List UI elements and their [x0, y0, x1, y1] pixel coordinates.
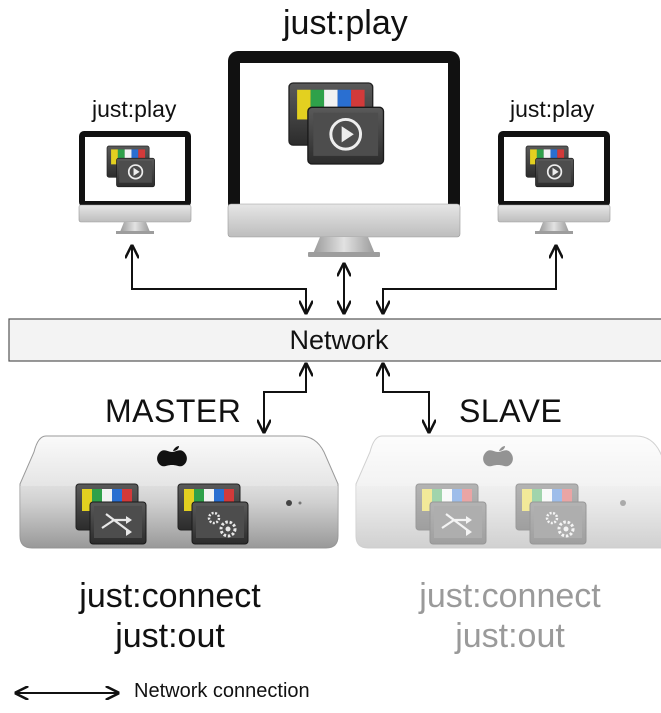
play-app-icon: [288, 82, 385, 165]
play-app-icon: [525, 145, 574, 188]
right-display-label: just:play: [510, 96, 595, 122]
connect-app-icon: [75, 483, 147, 545]
slave-apps: just:connect just:out: [380, 576, 640, 656]
connection-left-display: [132, 246, 306, 313]
master-apps: just:connect just:out: [40, 576, 300, 656]
network-connections: [132, 246, 556, 432]
apple-logo-icon: [157, 446, 187, 467]
master-app-connect: just:connect: [79, 577, 261, 615]
master-computer: [19, 435, 339, 549]
left-display: [78, 131, 192, 234]
connection-master: [264, 364, 306, 432]
apple-logo-icon: [483, 446, 513, 467]
network-bar: [8, 318, 661, 362]
legend-label: Network connection: [134, 680, 310, 702]
slave-app-out: just:out: [455, 617, 565, 655]
network-label: Network: [289, 325, 389, 355]
center-display-label: just:play: [283, 4, 408, 42]
right-display: [497, 131, 611, 234]
out-app-icon: [515, 483, 587, 545]
master-role-label: MASTER: [105, 393, 242, 429]
slave-role-label: SLAVE: [459, 393, 563, 429]
slave-app-connect: just:connect: [419, 577, 601, 615]
connect-app-icon: [415, 483, 487, 545]
connection-right-display: [383, 246, 556, 313]
left-display-label: just:play: [92, 96, 177, 122]
center-display: [227, 51, 461, 257]
out-app-icon: [177, 483, 249, 545]
slave-computer: [355, 435, 661, 549]
connection-slave: [383, 364, 429, 432]
master-app-out: just:out: [115, 617, 225, 655]
play-app-icon: [106, 145, 155, 188]
